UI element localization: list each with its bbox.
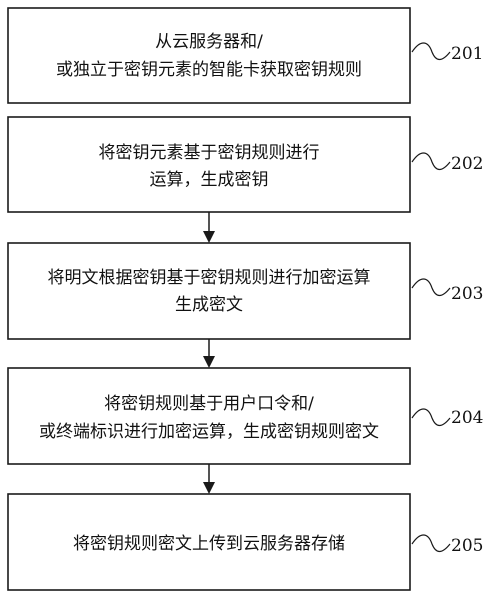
step-text-line: 运算，生成密钥: [150, 170, 269, 190]
step-text-line: 或独立于密钥元素的智能卡获取密钥规则: [56, 60, 362, 80]
reference-number: 205: [451, 536, 483, 556]
flow-arrow: [203, 212, 215, 243]
flow-arrow: [203, 339, 215, 368]
reference-leader: [411, 408, 451, 427]
reference-leader: [411, 278, 451, 297]
step-text-line: 从云服务器和/: [155, 32, 263, 52]
step-box: [7, 367, 411, 465]
step-203: 将明文根据密钥基于密钥规则进行加密运算 生成密文 203: [7, 242, 483, 340]
arrow-head: [203, 231, 215, 243]
step-text-line: 将明文根据密钥基于密钥规则进行加密运算: [48, 268, 371, 288]
step-box: [7, 7, 411, 104]
reference-leader: [411, 42, 451, 61]
step-text-line: 生成密文: [175, 295, 243, 315]
reference-leader: [411, 534, 451, 553]
step-201: 从云服务器和/ 或独立于密钥元素的智能卡获取密钥规则 201: [7, 7, 483, 104]
flow-arrow: [203, 464, 215, 494]
step-204: 将密钥规则基于用户口令和/ 或终端标识进行加密运算，生成密钥规则密文 204: [7, 367, 483, 465]
reference-number: 201: [451, 44, 483, 64]
step-box: [7, 493, 411, 591]
step-box: [7, 242, 411, 340]
step-box: [7, 116, 411, 213]
reference-number: 204: [451, 408, 483, 428]
step-text-line: 将密钥元素基于密钥规则进行: [99, 143, 320, 163]
reference-leader: [411, 152, 451, 171]
step-text-line: 将密钥规则密文上传到云服务器存储: [73, 534, 345, 554]
arrow-head: [203, 482, 215, 494]
step-205: 将密钥规则密文上传到云服务器存储 205: [7, 493, 483, 591]
step-text-line: 或终端标识进行加密运算，生成密钥规则密文: [39, 422, 379, 442]
reference-number: 202: [451, 154, 483, 174]
step-text-line: 将密钥规则基于用户口令和/: [104, 394, 314, 414]
reference-number: 203: [451, 284, 483, 304]
arrow-head: [203, 356, 215, 368]
step-202: 将密钥元素基于密钥规则进行 运算，生成密钥 202: [7, 116, 483, 213]
